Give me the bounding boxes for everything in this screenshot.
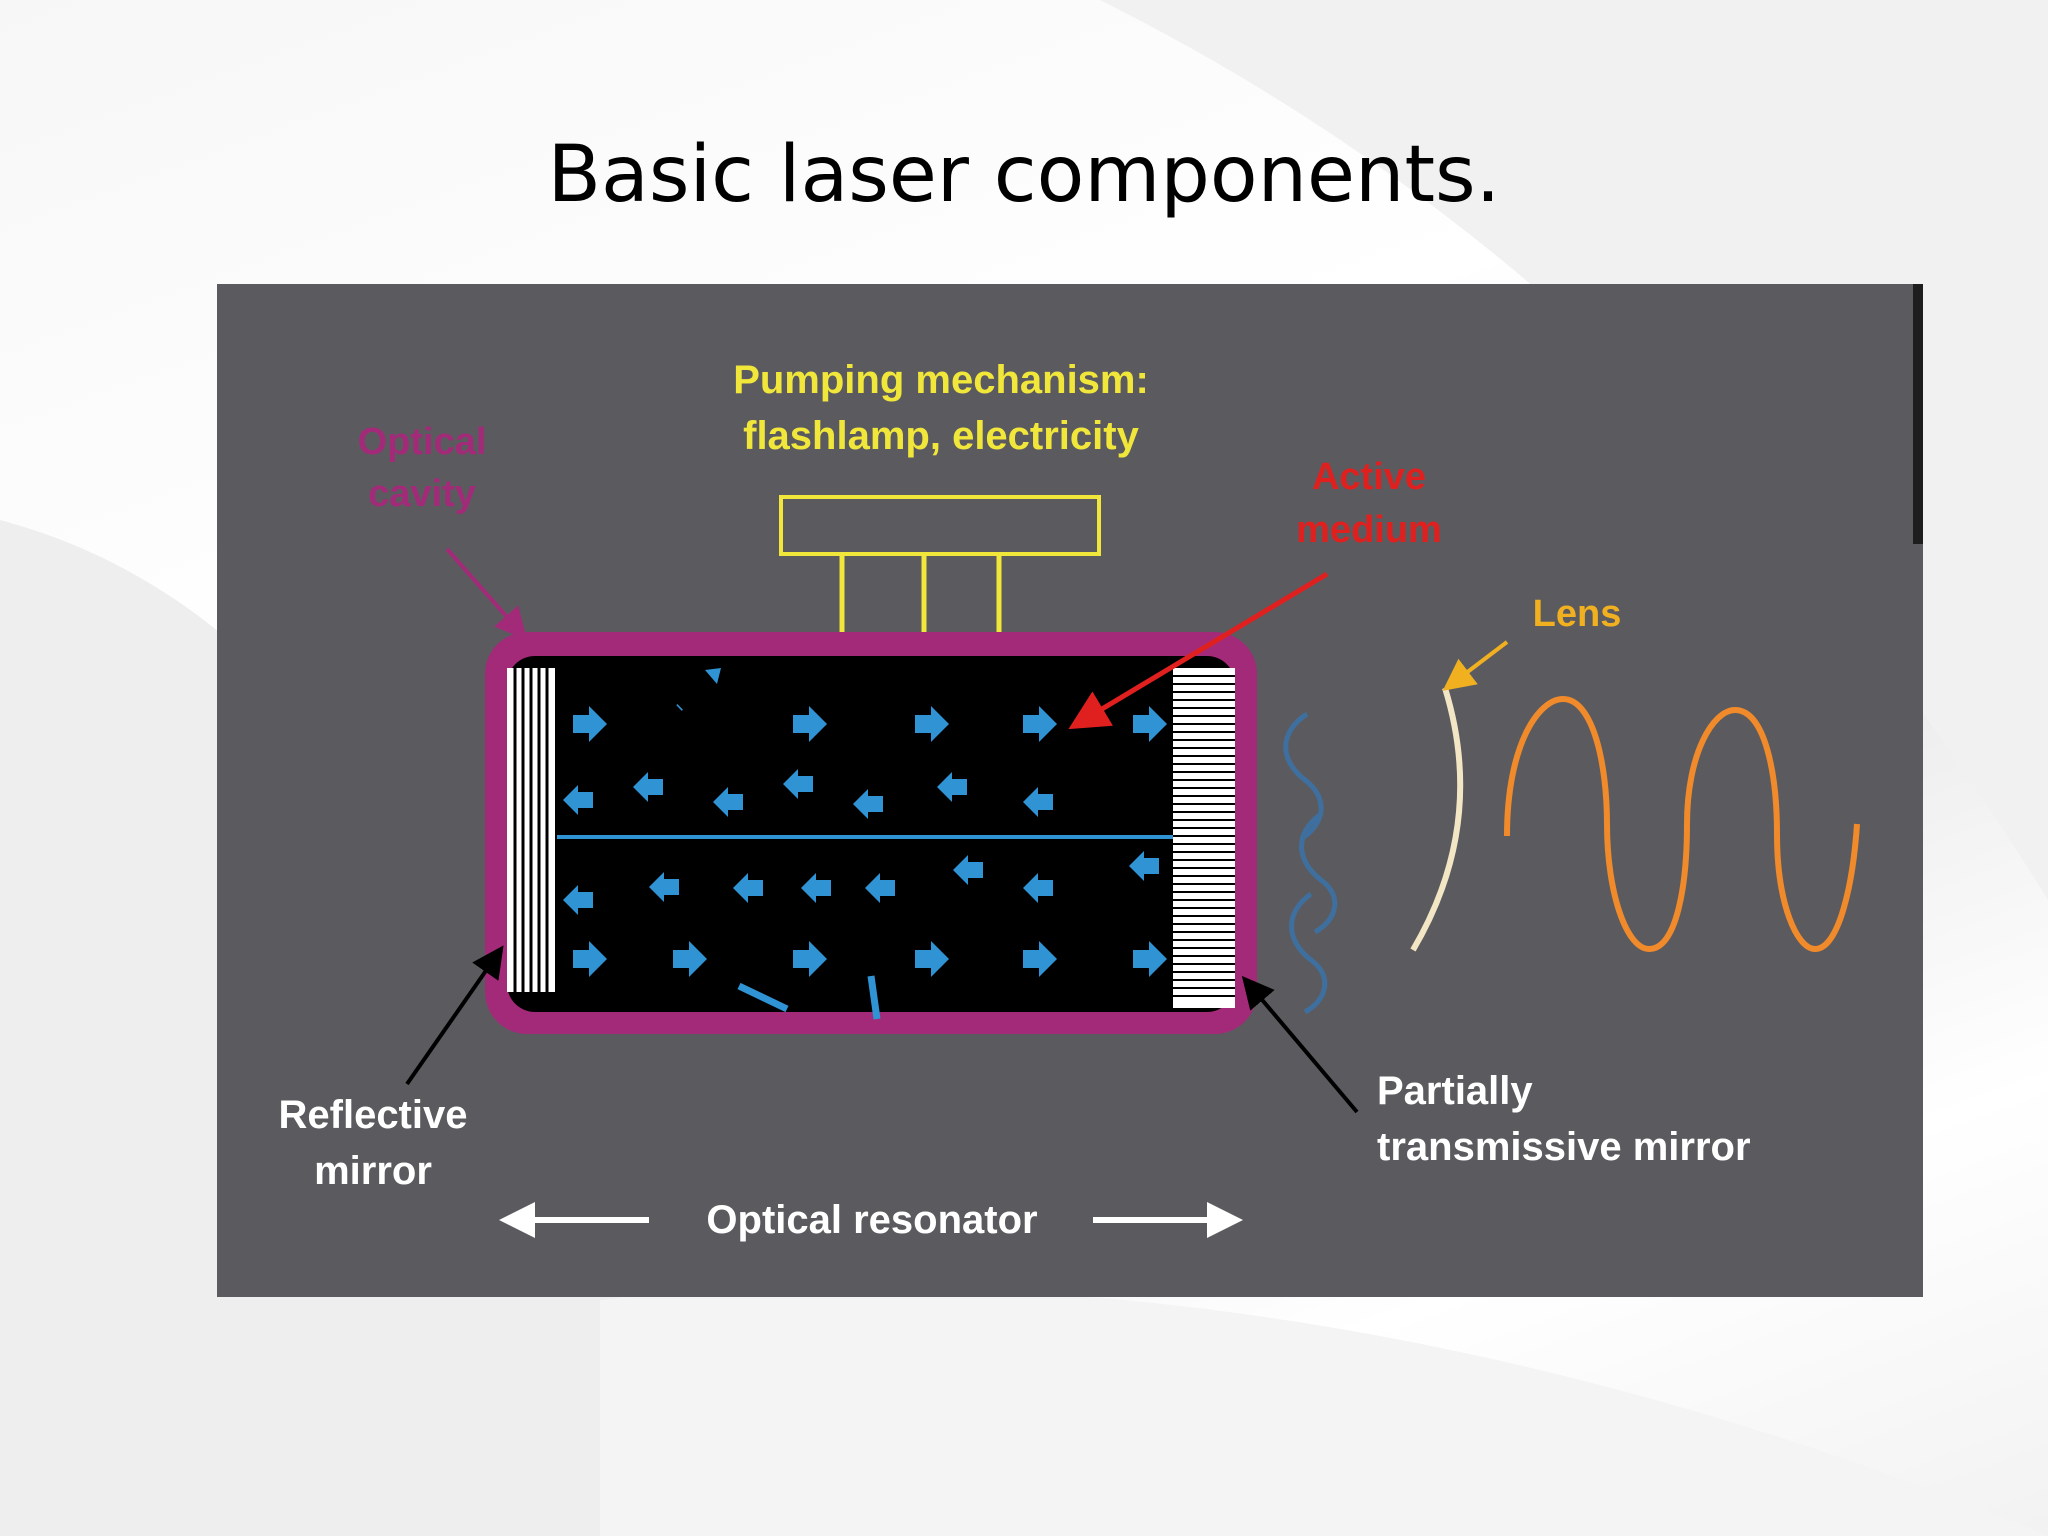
optical-resonator-label: Optical resonator [706, 1198, 1037, 1242]
emitted-light-waves [1283, 711, 1338, 1015]
pumping-label-line1: Pumping mechanism: [733, 358, 1149, 402]
optical-cavity-pointer [445, 547, 528, 640]
reflective-mirror-label-line1: Reflective [279, 1093, 468, 1137]
lens [1410, 687, 1464, 952]
reflective-mirror-label-line2: mirror [314, 1149, 432, 1193]
active-medium [507, 656, 1235, 1012]
reflective-mirror-pointer [405, 945, 504, 1086]
optical-cavity-label-line2: cavity [368, 473, 476, 515]
laser-diagram: Pumping mechanism: flashlamp, electricit… [217, 284, 1923, 1297]
slide-title: Basic laser components. [547, 130, 1501, 220]
optical-cavity-label-line1: Optical [358, 421, 487, 463]
flashlamp-box [779, 495, 1101, 556]
stray-photon [658, 663, 727, 731]
partial-mirror-pointer [1241, 975, 1359, 1114]
pumping-label-line2: flashlamp, electricity [743, 414, 1139, 458]
partial-mirror-label-line2: transmissive mirror [1377, 1125, 1751, 1169]
active-medium-label-line2: medium [1296, 509, 1442, 551]
reflective-mirror [507, 668, 555, 992]
partially-transmissive-mirror [1173, 668, 1235, 1008]
stray-photon [737, 982, 789, 1013]
lens-label: Lens [1533, 593, 1622, 635]
partial-mirror-label-line1: Partially [1377, 1069, 1533, 1113]
active-medium-label-line1: Active [1312, 456, 1426, 498]
output-laser-wave [1504, 695, 1860, 953]
lens-pointer [1442, 640, 1509, 691]
stray-photon [867, 975, 881, 1020]
active-medium-pointer [1068, 571, 1329, 730]
